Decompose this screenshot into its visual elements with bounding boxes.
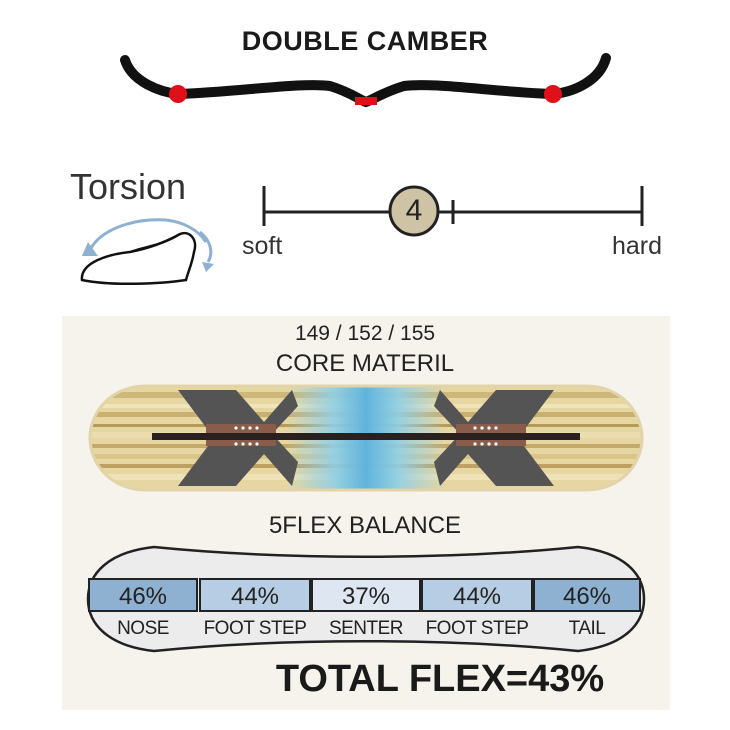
- flex-value-foot-step-1: 44%: [199, 578, 311, 612]
- flex-name-senter: SENTER: [328, 618, 404, 639]
- torsion-rating-value: 4: [405, 194, 423, 227]
- core-material-title: CORE MATERIL: [275, 350, 455, 377]
- contact-point-center: [355, 97, 377, 105]
- torsion-scale: [262, 185, 644, 237]
- camber-profile-graphic: [120, 53, 611, 108]
- scale-soft-label: soft: [242, 232, 283, 260]
- camber-title: DOUBLE CAMBER: [241, 26, 489, 56]
- flex-value-foot-step-2: 44%: [421, 578, 533, 612]
- flex-value-nose: 46%: [88, 578, 198, 612]
- torsion-label: Torsion: [70, 166, 187, 207]
- flex-name-tail: TAIL: [568, 618, 606, 639]
- torsion-rating-circle: [388, 185, 440, 237]
- camber-profile-line: [120, 53, 611, 108]
- flex-name-foot-step-1: FOOT STEP: [203, 618, 307, 639]
- total-flex: TOTAL FLEX=43%: [275, 658, 605, 700]
- contact-point-left: [169, 85, 187, 103]
- scale-hard-label: hard: [612, 232, 663, 260]
- core-board-graphic: [88, 384, 644, 492]
- flex-balance-title: 5FLEX BALANCE: [268, 512, 462, 539]
- torsion-icon: [80, 218, 214, 286]
- flex-value-senter: 37%: [311, 578, 421, 612]
- flex-value-tail: 46%: [533, 578, 641, 612]
- contact-point-right: [544, 85, 562, 103]
- flex-name-foot-step-2: FOOT STEP: [425, 618, 529, 639]
- board-sizes: 149 / 152 / 155: [294, 322, 436, 345]
- flex-name-nose: NOSE: [117, 618, 169, 639]
